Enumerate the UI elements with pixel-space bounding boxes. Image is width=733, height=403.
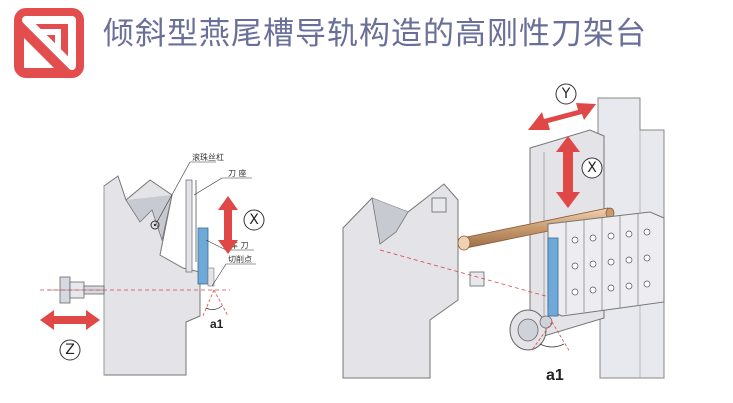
brand-logo xyxy=(14,8,84,78)
red-corner-arrow-icon xyxy=(22,16,76,70)
right-x-axis-arrow xyxy=(556,136,580,208)
right-dovetail-slot xyxy=(371,197,409,245)
left-a1-label: a1 xyxy=(210,317,224,331)
left-z-axis-arrow xyxy=(40,310,100,330)
left-tool-post-plate xyxy=(185,179,193,273)
left-z-axis-badge xyxy=(59,339,81,361)
right-x-axis-label: X xyxy=(587,160,597,176)
ball-screw-symbol xyxy=(150,220,160,230)
right-workpiece-spindle xyxy=(509,309,553,351)
right-center-line xyxy=(379,249,561,301)
right-gang-tool-block xyxy=(547,211,665,317)
right-ball-screw xyxy=(457,207,615,251)
left-dovetail-groove xyxy=(125,194,173,242)
right-y-axis-badge xyxy=(555,83,577,105)
tool-post-label: 刀 座 xyxy=(228,168,247,178)
right-x-axis-badge xyxy=(581,157,603,179)
left-diagram: a1 滚珠丝杠 刀 座 车 刀 切削点 X Z xyxy=(40,152,265,376)
right-a1-label: a1 xyxy=(546,367,564,384)
left-z-axis-label: Z xyxy=(65,342,75,358)
cutter-label: 车 刀 xyxy=(230,240,249,250)
page-title: 倾斜型燕尾槽导轨构造的高刚性刀架台 xyxy=(103,16,647,52)
right-diagram: a1 Y X xyxy=(342,83,665,384)
right-y-axis-arrow xyxy=(528,103,596,130)
left-cutter-tool xyxy=(197,227,209,285)
right-y-axis-label: Y xyxy=(561,86,571,102)
left-x-axis-label: X xyxy=(249,212,259,228)
left-x-axis-badge xyxy=(243,209,265,231)
cutting-point-label: 切削点 xyxy=(228,254,252,264)
right-cutter-tool xyxy=(547,237,559,317)
left-x-axis-arrow xyxy=(218,196,238,254)
ball-screw-label: 滚珠丝杠 xyxy=(192,152,224,162)
